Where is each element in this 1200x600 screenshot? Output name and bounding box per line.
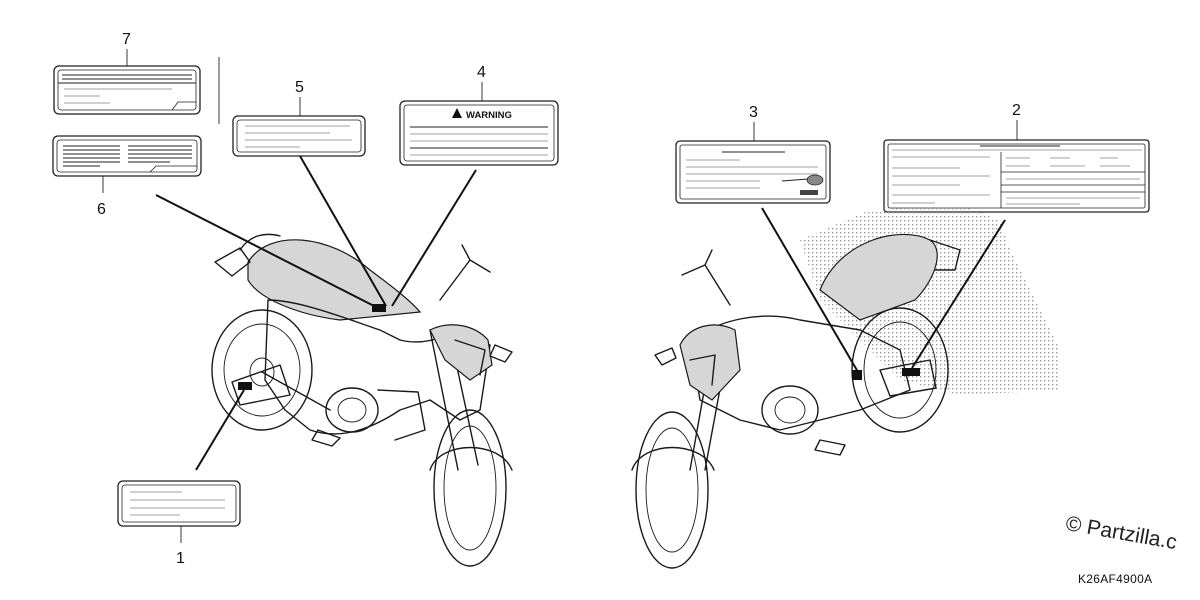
callout-6: 6 [97,201,106,218]
label-5[interactable] [232,115,366,157]
motorcycle-right-view [631,205,1060,569]
callout-4: 4 [477,64,486,81]
diagram-part-code: K26AF4900A [1078,572,1153,586]
label-6[interactable] [52,135,202,177]
leader-5-to-bike [299,155,387,307]
warning-triangle-icon [452,108,462,118]
leader-4-to-bike [391,169,477,307]
label-7[interactable] [53,65,201,115]
leader-2-to-bike [911,219,1006,369]
label-2[interactable] [883,139,1150,213]
label-3[interactable] [675,140,831,204]
label-4-warning[interactable]: WARNING [399,100,559,166]
callout-1: 1 [176,550,185,567]
tool-graphic-icon [806,174,824,186]
callout-5: 5 [295,79,304,96]
leader-1-to-bike [195,389,245,471]
callout-2: 2 [1012,102,1021,119]
warning-label-text: WARNING [466,110,512,121]
leader-6-to-bike [155,194,379,309]
label-1[interactable] [117,480,241,527]
motorcycle-left-view [211,233,513,567]
callout-7: 7 [122,31,131,48]
leader-3-to-bike [761,207,859,373]
callout-3: 3 [749,104,758,121]
